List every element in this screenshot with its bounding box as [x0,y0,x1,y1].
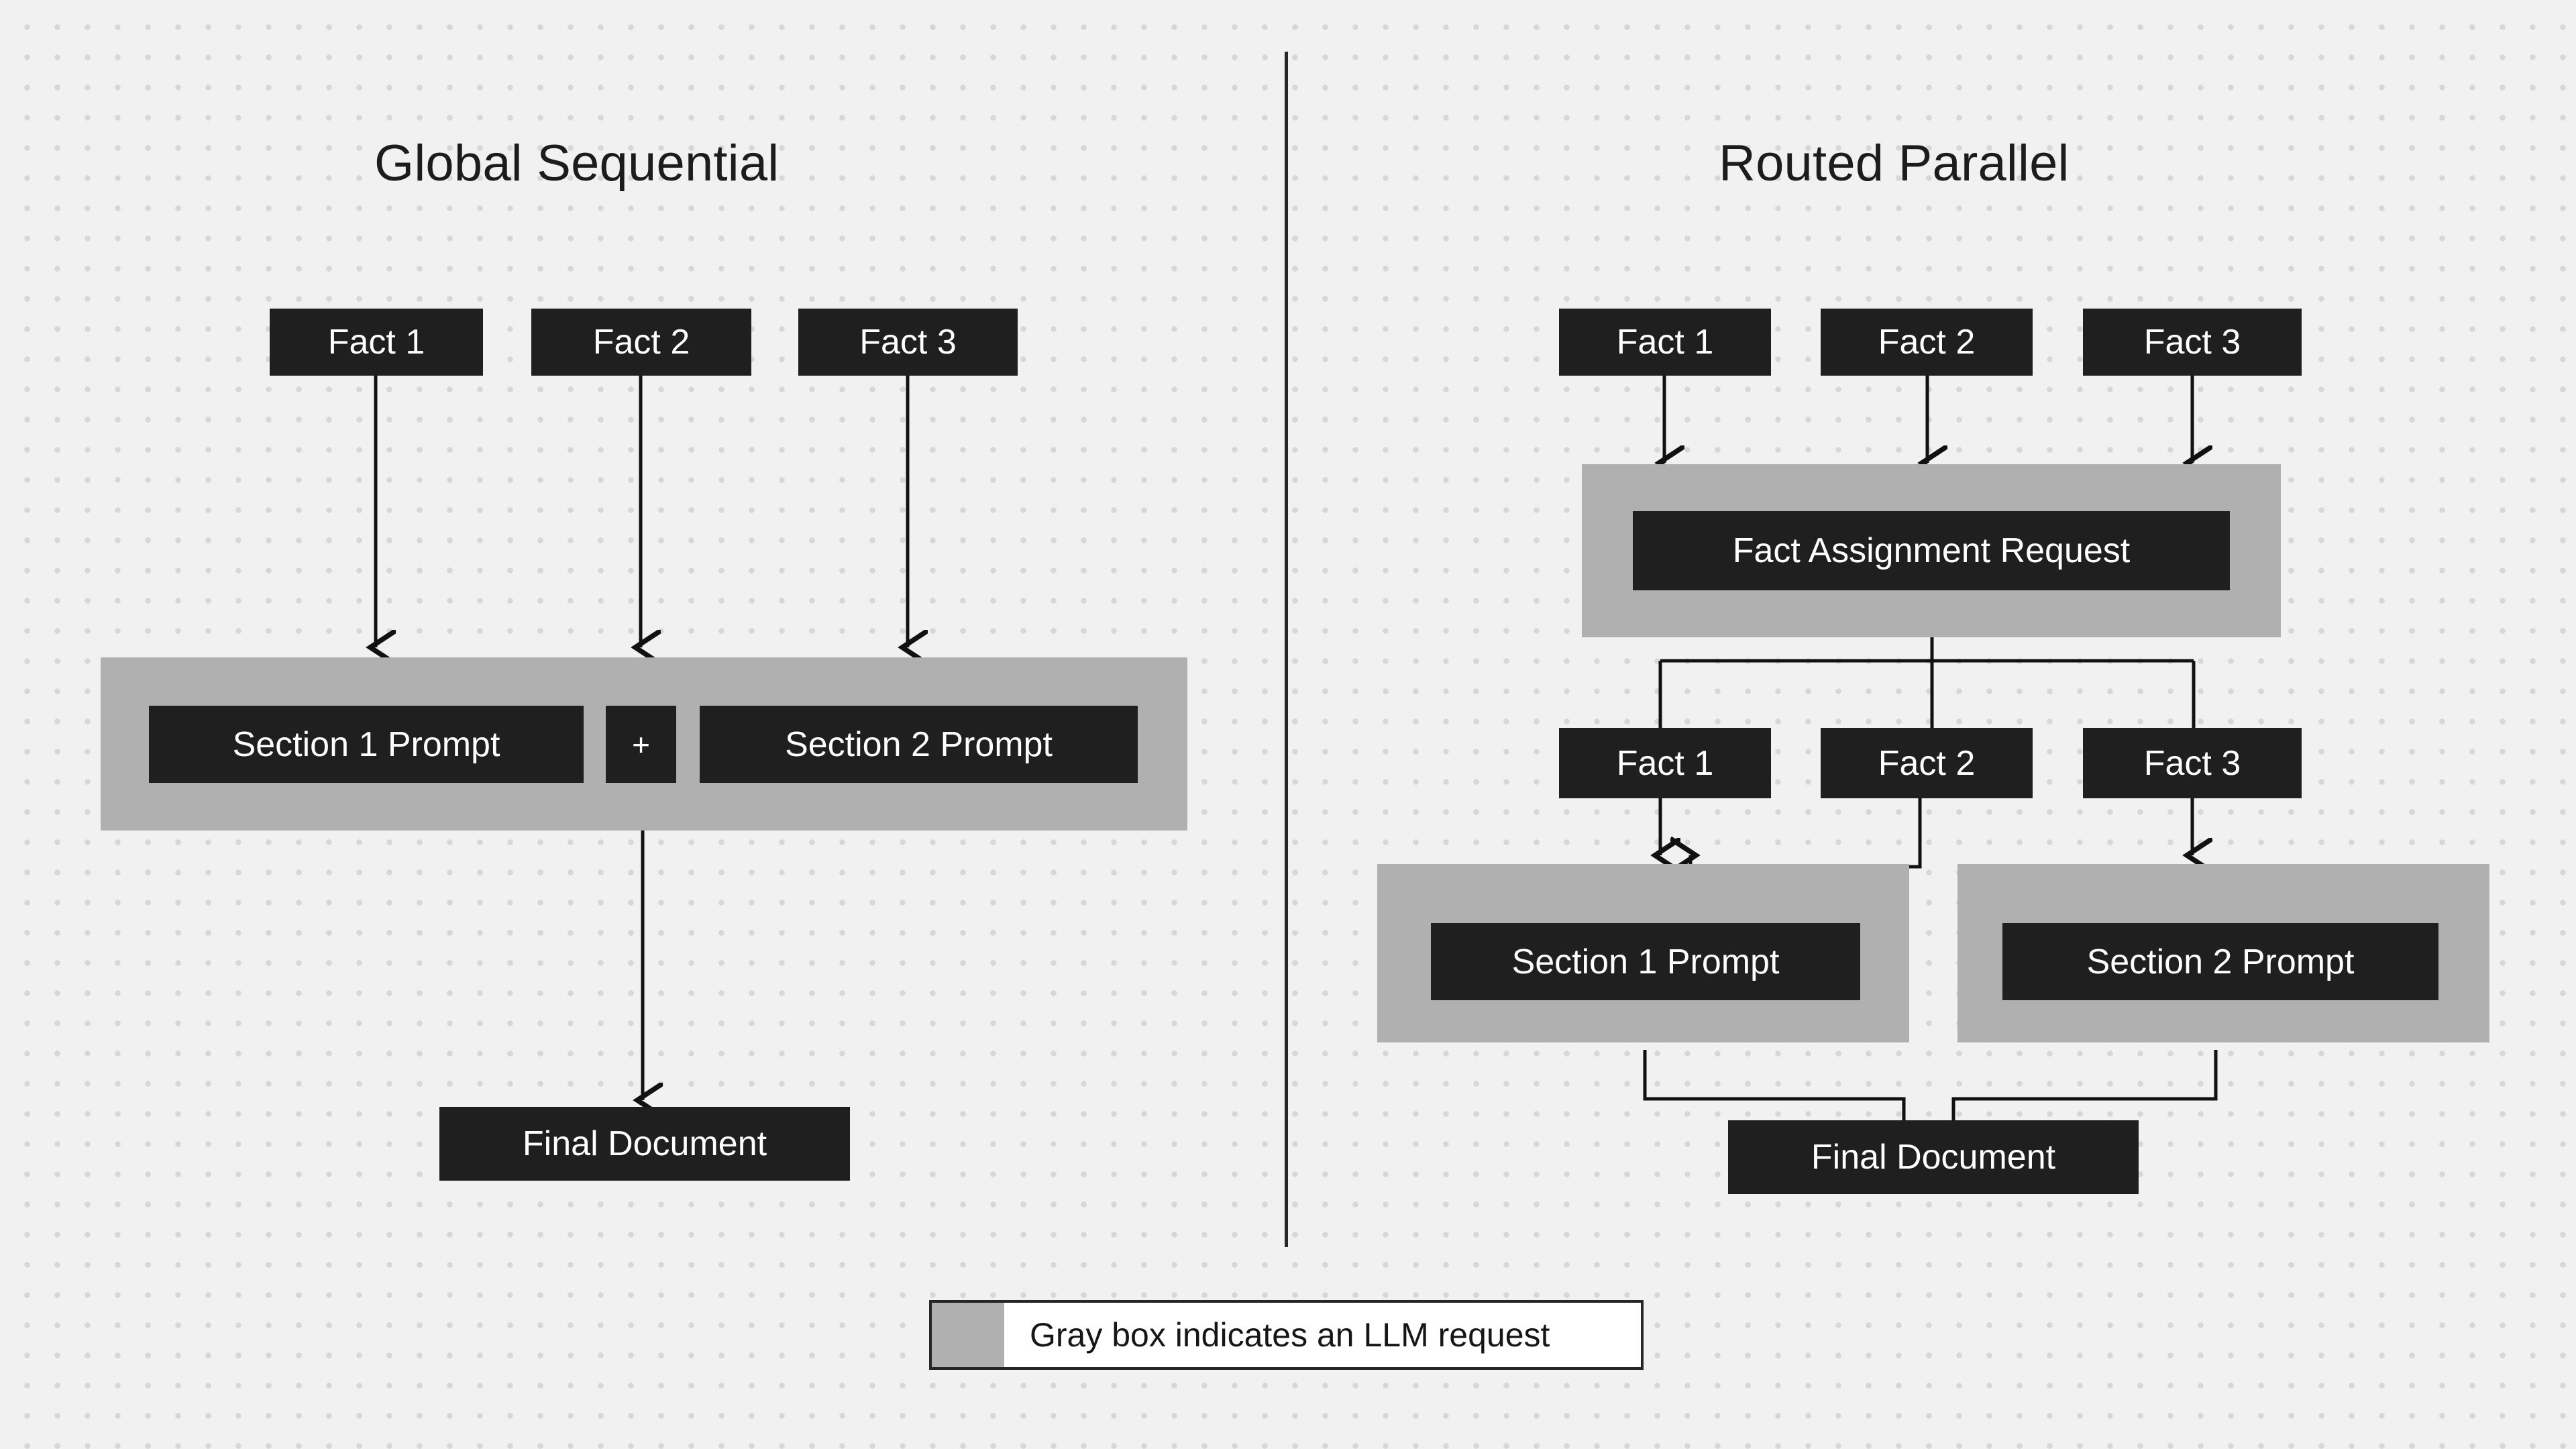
right-section-2-prompt[interactable]: Section 2 Prompt [2002,923,2438,1000]
legend-swatch-llm-request [932,1303,1004,1367]
panel-divider [1285,52,1288,1247]
right-fact-assignment-request[interactable]: Fact Assignment Request [1633,511,2230,590]
panel-title-routed-parallel: Routed Parallel [1719,135,2070,192]
left-fact-3[interactable]: Fact 3 [798,309,1018,376]
legend-label: Gray box indicates an LLM request [1030,1316,1550,1354]
legend: Gray box indicates an LLM request [929,1300,1644,1370]
left-fact-1[interactable]: Fact 1 [270,309,483,376]
right-routed-fact-2[interactable]: Fact 2 [1821,728,2033,798]
left-section-2-prompt[interactable]: Section 2 Prompt [700,706,1138,783]
panel-title-global-sequential: Global Sequential [374,135,780,192]
right-final-document[interactable]: Final Document [1728,1120,2139,1194]
right-routed-fact-1[interactable]: Fact 1 [1559,728,1771,798]
wire-fact2-to-section1 [1690,798,1922,867]
left-fact-2[interactable]: Fact 2 [531,309,751,376]
left-plus-separator: + [606,706,676,783]
left-section-1-prompt[interactable]: Section 1 Prompt [149,706,584,783]
right-routed-fact-3[interactable]: Fact 3 [2083,728,2302,798]
left-final-document[interactable]: Final Document [439,1107,850,1181]
right-fact-2[interactable]: Fact 2 [1821,309,2033,376]
right-section-1-prompt[interactable]: Section 1 Prompt [1431,923,1860,1000]
right-fact-1[interactable]: Fact 1 [1559,309,1771,376]
right-fact-3[interactable]: Fact 3 [2083,309,2302,376]
